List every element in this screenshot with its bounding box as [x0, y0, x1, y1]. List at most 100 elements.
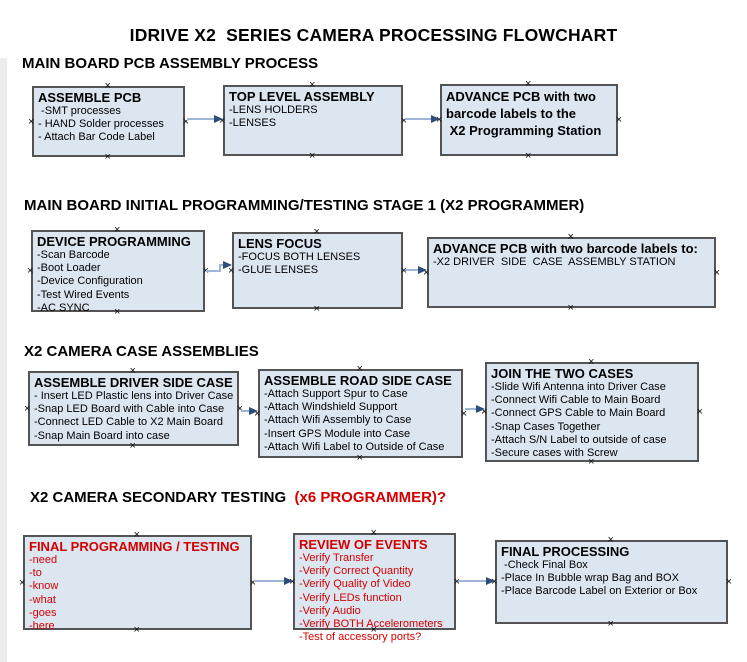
- box-line: -to: [29, 567, 42, 580]
- flow-box-review-of-events[interactable]: REVIEW OF EVENTS -Verify Transfer-Verify…: [289, 528, 460, 644]
- connection-point-icon: ×: [525, 150, 532, 162]
- arrow-head-icon: [431, 115, 440, 123]
- box-line: -Attach Wifi Assembly to Case: [264, 414, 412, 427]
- connection-point-icon: ×: [567, 302, 574, 314]
- connection-point-icon: ×: [203, 266, 209, 277]
- box-title: ASSEMBLE PCB: [38, 90, 142, 105]
- arrow-line: [206, 270, 221, 272]
- box-title: TOP LEVEL ASSEMBLY: [229, 89, 375, 104]
- box-line: -Connect GPS Cable to Main Board: [491, 407, 666, 420]
- box-line: -Attach Wifi Label to Outside of Case: [264, 440, 445, 453]
- box-line: -Connect Wifi Cable to Main Board: [491, 394, 661, 407]
- arrow-line: [405, 118, 431, 120]
- box-line: -LENSES: [229, 117, 277, 130]
- box-lines: - Insert LED Plastic lens into Driver Ca…: [34, 390, 233, 443]
- box-line: -Boot Loader: [37, 262, 101, 275]
- box-lines: -Verify Transfer-Verify Correct Quantity…: [299, 552, 450, 644]
- arrow-head-icon: [284, 577, 293, 585]
- box-line: -GLUE LENSES: [238, 264, 319, 277]
- flow-box-lens-focus[interactable]: LENS FOCUS -FOCUS BOTH LENSES-GLUE LENSE…: [228, 227, 407, 315]
- connection-point-icon: ×: [313, 226, 320, 238]
- box-line: -Attach Support Spur to Case: [264, 388, 408, 400]
- connection-point-icon: ×: [607, 618, 614, 630]
- section-heading-case-assemblies: X2 CAMERA CASE ASSEMBLIES: [24, 343, 259, 360]
- box-lines: -Scan Barcode-Boot Loader-Device Configu…: [37, 249, 199, 315]
- flow-box-join-the-two-cases[interactable]: JOIN THE TWO CASES -Slide Wifi Antenna i…: [481, 357, 703, 468]
- connection-point-icon: ×: [182, 115, 189, 128]
- box-line: -Snap LED Board with Cable into Case: [34, 403, 225, 416]
- flow-arrow[interactable]: [254, 577, 293, 585]
- box-lines: -Slide Wifi Antenna into Driver Case-Con…: [491, 381, 693, 460]
- flow-box-final-processing[interactable]: FINAL PROCESSING -Check Final Box-Place …: [491, 535, 732, 630]
- connection-point-icon: ×: [525, 78, 532, 90]
- flow-box-final-programming-testing[interactable]: FINAL PROGRAMMING / TESTING -need-to-kno…: [19, 530, 256, 636]
- connection-point-icon: ×: [104, 151, 111, 163]
- box-line: -Connect LED Cable to X2 Main Board: [34, 416, 223, 429]
- connection-point-icon: ×: [28, 115, 35, 128]
- flow-box-assemble-road-side-case[interactable]: ASSEMBLE ROAD SIDE CASE -Attach Support …: [254, 364, 467, 464]
- arrow-line: [241, 410, 249, 412]
- box-line: -LENS HOLDERS: [229, 104, 318, 116]
- box-lines: -SMT processes- HAND Solder processes- A…: [38, 105, 179, 145]
- box-line: - HAND Solder processes: [38, 118, 164, 131]
- page-edge-strip: [0, 58, 7, 662]
- arrow-line: [187, 118, 214, 120]
- flow-box-assemble-pcb[interactable]: ASSEMBLE PCB -SMT processes- HAND Solder…: [28, 81, 189, 163]
- flow-box-device-programming[interactable]: DEVICE PROGRAMMING -Scan Barcode-Boot Lo…: [27, 225, 209, 318]
- box-line: -Verify LEDs function: [299, 591, 402, 604]
- flow-arrow[interactable]: [458, 577, 495, 585]
- arrow-line: [219, 264, 221, 272]
- flow-arrow[interactable]: [405, 115, 440, 123]
- box-line: -SMT processes: [38, 105, 121, 117]
- flow-arrow[interactable]: [187, 115, 223, 123]
- connection-point-icon: ×: [607, 534, 614, 546]
- flow-elbow-connector[interactable]: [206, 259, 232, 275]
- flow-arrow[interactable]: [405, 266, 427, 274]
- section-heading-black-part: X2 CAMERA SECONDARY TESTING: [30, 489, 295, 506]
- box-line: -AC SYNC: [37, 301, 90, 314]
- box-title: REVIEW OF EVENTS: [299, 537, 428, 552]
- connection-point-icon: ×: [24, 402, 31, 415]
- section-heading-pcb-assembly: MAIN BOARD PCB ASSEMBLY PROCESS: [22, 55, 319, 72]
- box-lines: -Check Final Box-Place In Bubble wrap Ba…: [501, 559, 722, 599]
- box-line: -Snap Main Board into case: [34, 429, 170, 442]
- connection-point-icon: ×: [228, 264, 235, 277]
- flow-box-top-level-assembly[interactable]: TOP LEVEL ASSEMBLY -LENS HOLDERS-LENSES …: [219, 80, 407, 162]
- arrow-head-icon: [223, 261, 232, 269]
- arrow-line: [465, 408, 476, 410]
- box-line: - Attach Bar Code Label: [38, 131, 155, 144]
- box-title: FINAL PROGRAMMING / TESTING: [29, 539, 240, 554]
- flow-box-advance-pcb-driver-side[interactable]: ADVANCE PCB with two barcode labels to: …: [423, 232, 720, 314]
- box-line: -Verify Quality of Video: [299, 578, 411, 591]
- arrow-head-icon: [249, 407, 258, 415]
- connection-point-icon: ×: [725, 576, 732, 588]
- box-title: ASSEMBLE DRIVER SIDE CASE: [34, 375, 233, 390]
- box-line: -Verify Transfer: [299, 552, 374, 564]
- arrow-line: [254, 580, 284, 582]
- box-line: X2 Programming Station: [446, 123, 602, 138]
- connection-point-icon: ×: [567, 231, 574, 243]
- connection-point-icon: ×: [236, 402, 243, 415]
- box-title: ADVANCE PCB with two barcode labels to:: [433, 241, 698, 256]
- connection-point-icon: ×: [400, 114, 407, 127]
- box-line: barcode labels to the: [446, 106, 577, 121]
- connection-point-icon: ×: [129, 365, 136, 377]
- connection-point-icon: ×: [713, 266, 720, 279]
- box-title: ADVANCE PCB with two: [446, 89, 596, 104]
- section-heading-red-part: (x6 PROGRAMMER)?: [294, 489, 447, 506]
- flow-arrow[interactable]: [241, 407, 258, 415]
- arrow-head-icon: [418, 266, 427, 274]
- connection-point-icon: ×: [453, 575, 460, 588]
- box-line: -Snap Cases Together: [491, 420, 601, 433]
- flow-box-assemble-driver-side-case[interactable]: ASSEMBLE DRIVER SIDE CASE - Insert LED P…: [24, 366, 243, 452]
- connection-point-icon: ×: [129, 440, 136, 452]
- connection-point-icon: ×: [249, 576, 256, 589]
- box-title: FINAL PROCESSING: [501, 544, 630, 559]
- flow-box-advance-pcb-programming-station[interactable]: ADVANCE PCB with two barcode labels to t…: [436, 79, 622, 162]
- box-line: -Verify Audio: [299, 604, 361, 617]
- flow-arrow[interactable]: [465, 405, 485, 413]
- box-lines: -Attach Support Spur to Case-Attach Wind…: [264, 388, 457, 454]
- box-line: -Verify Correct Quantity: [299, 565, 414, 578]
- connection-point-icon: ×: [615, 114, 622, 126]
